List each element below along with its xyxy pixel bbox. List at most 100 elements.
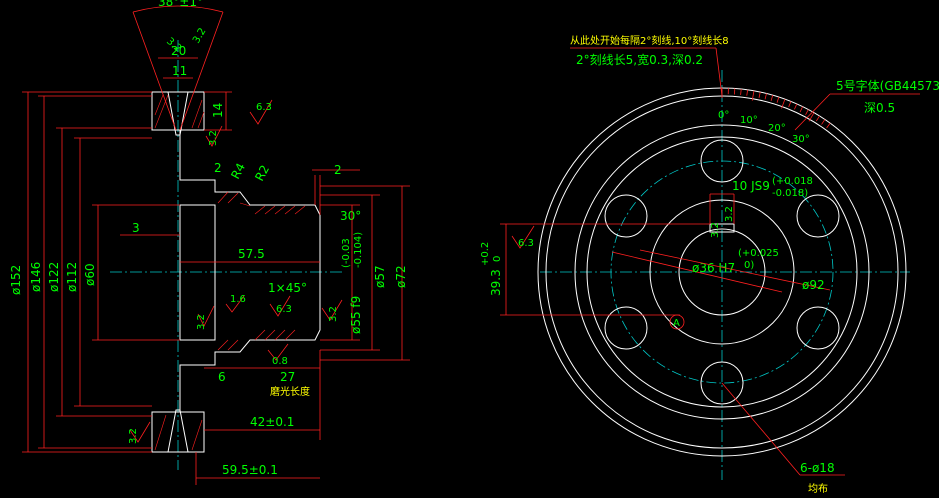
dim-d55-tol-lo: -0.104) (353, 232, 364, 268)
scale-tick (799, 106, 804, 113)
roughness-3-2-a: 3.2 (208, 130, 219, 146)
key-depth-dim: 39.3 (489, 269, 503, 296)
dim-w20: 20 (171, 44, 186, 58)
roughness-0-8: 0.8 (272, 356, 288, 367)
scale-tick (746, 89, 749, 96)
grind-length-note: 磨光长度 (270, 385, 310, 398)
holes-6 (604, 139, 840, 405)
bore-tol-lo: 0) (744, 260, 754, 271)
font-depth-note: 深0.5 (864, 101, 895, 115)
scale-tick (788, 101, 792, 108)
dim-d57: ø57 (373, 265, 387, 288)
rim-bottom (151, 411, 205, 453)
dim-len42: 42±0.1 (250, 415, 294, 429)
dim-d55: ø55 f9 (349, 296, 363, 334)
roughness-1-6: 1.6 (230, 294, 246, 305)
dim-d60: ø60 (83, 263, 97, 286)
scale-tick (758, 91, 761, 98)
bore-tol-up: (+0.025 (738, 248, 779, 259)
dim-angle30: 30° (340, 209, 361, 223)
hole-4 (700, 361, 744, 405)
scale-tick (826, 122, 831, 129)
scale-tick (805, 109, 809, 116)
dim-d55-tol-up: (-0.03 (341, 238, 352, 268)
scale-tick (770, 95, 774, 102)
scale-note-line2: 2°刻线长5,宽0.3,深0.2 (576, 52, 703, 67)
dim-two-b: 2 (334, 163, 342, 177)
keyway-tol-lo: -0.018) (772, 188, 808, 199)
circle-112 (586, 136, 858, 408)
scale-label-10: 10° (740, 115, 758, 126)
roughness-3-2-c: 3.2 (196, 314, 207, 330)
hole-2 (796, 194, 840, 238)
angle-scale (721, 88, 831, 129)
angle-arc (132, 5, 224, 13)
dim-chamfer: 1×45° (268, 281, 307, 295)
dim-angle-38: 38°±1° (158, 0, 203, 9)
section-view: ø152 ø146 ø122 ø112 ø60 38°±1° 20 11 14 … (9, 0, 410, 485)
scale-tick (808, 112, 815, 122)
dim-len27: 27 (280, 370, 295, 384)
dim-h14: 14 (211, 103, 225, 118)
dim-six: 6 (218, 370, 226, 384)
diameter-dims (22, 91, 180, 453)
rim-top (151, 91, 205, 131)
scale-tick (794, 103, 798, 110)
roughness-right-6-3: 6.3 (518, 238, 534, 249)
roughness-right-3-2-a: 3.2 (710, 222, 721, 238)
dim-r2: R2 (252, 163, 272, 184)
dim-d122: ø122 (47, 262, 61, 292)
scale-label-0: 0° (718, 110, 729, 121)
dim-len57-5: 57.5 (238, 247, 265, 261)
bore-outline (179, 204, 216, 341)
scale-label-30: 30° (792, 134, 810, 145)
section-hatching (154, 94, 306, 451)
hole-5 (604, 306, 648, 350)
bore-dim: ø36 H7 (692, 261, 735, 275)
circle-122 (574, 124, 870, 420)
roughness-3-2-d: 3.2 (328, 306, 339, 322)
holes-note: 均布 (808, 483, 828, 495)
hub-profile (179, 130, 321, 412)
scale-tick (776, 96, 780, 103)
pcd-dim: ø92 (802, 278, 825, 292)
keyway-dim: 10 JS9 (732, 179, 770, 193)
front-view: 0° 10° 20° 30° 从此处开始每隔2°刻线,10°刻线长8 2°刻线长… (480, 34, 939, 495)
dim-len59: 59.5±0.1 (222, 463, 278, 477)
holes-dim: 6-ø18 (800, 461, 835, 475)
dim-w11: 11 (172, 64, 187, 78)
hole-1 (700, 139, 744, 183)
dim-d112: ø112 (65, 262, 79, 292)
hub-circle-60 (649, 199, 795, 345)
dim-d72: ø72 (394, 265, 408, 288)
hole-6 (604, 194, 648, 238)
roughness-right-3-2-b: 3.2 (724, 206, 735, 222)
scale-tick (815, 115, 820, 122)
scale-tick (764, 93, 767, 100)
roughness-6-3-a: 6.3 (256, 102, 272, 113)
key-depth-tol-lo: 0 (492, 256, 503, 262)
bore-circle-36 (678, 228, 766, 316)
roughness-3-2-e: 3.2 (128, 428, 139, 444)
scale-tick (751, 90, 755, 101)
dim-d146: ø146 (29, 262, 43, 292)
dim-three: 3 (132, 221, 140, 235)
datum-a-label: A (673, 318, 680, 329)
key-depth-tol-up: +0.2 (480, 242, 491, 266)
keyway-tol-up: (+0.018 (772, 176, 813, 187)
keyway (709, 223, 735, 233)
scale-label-20: 20° (768, 123, 786, 134)
scale-tick (781, 98, 786, 109)
scale-tick (821, 119, 826, 125)
font-note: 5号字体(GB44573) (836, 78, 939, 93)
dim-d152: ø152 (9, 265, 23, 295)
dim-r4: R4 (228, 161, 248, 182)
scale-tick (740, 88, 742, 96)
dim-two-a: 2 (214, 161, 222, 175)
pitch-circle-92 (610, 160, 834, 384)
hole-3 (796, 306, 840, 350)
scale-note-line1: 从此处开始每隔2°刻线,10°刻线长8 (570, 34, 729, 47)
roughness-6-3-b: 6.3 (276, 304, 292, 315)
roughness-3-2-f: 3.2 (191, 26, 208, 45)
